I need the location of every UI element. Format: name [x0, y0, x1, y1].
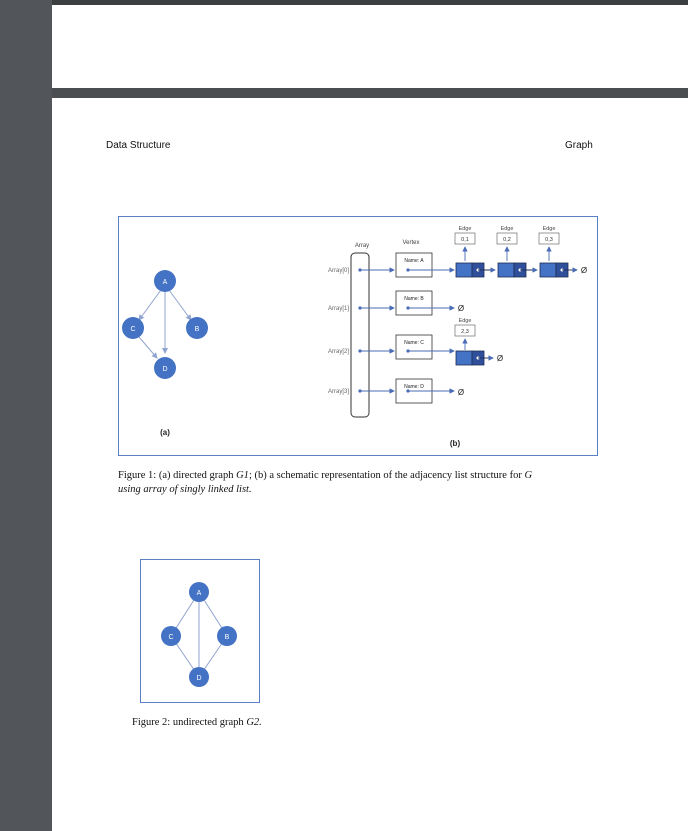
- list-node-0-2: [497, 262, 515, 278]
- adjacency-list: Array Vertex Array[0] Array[1] Array[2] …: [328, 226, 587, 448]
- edge-0-3: 0,3: [545, 237, 553, 243]
- caption-1-mid: ; (b) a schematic representation of the …: [248, 470, 525, 481]
- vertex-a-label: A: [163, 279, 168, 286]
- edge-a-b: [168, 289, 192, 321]
- graph-g1: A C B D (a): [122, 270, 208, 437]
- list-node-2-3: [455, 350, 473, 366]
- structure-label-b: (b): [450, 439, 461, 448]
- edge-word-0: Edge: [459, 226, 472, 232]
- header-right: Graph: [565, 140, 593, 151]
- vertex-title: Vertex: [402, 240, 419, 246]
- row-label-2: Array[2]: [328, 349, 349, 355]
- edge-a-c: [138, 289, 162, 321]
- figure-2: A C B D: [140, 559, 260, 703]
- vertex-box-b: [395, 290, 433, 316]
- g2-vertex-b-label: B: [225, 634, 230, 641]
- row-label-0: Array[0]: [328, 268, 349, 274]
- document-page: Data Structure Graph: [52, 98, 688, 831]
- graph-label-a: (a): [160, 428, 170, 437]
- vertex-box-c: [395, 334, 433, 360]
- figure-1-caption: Figure 1: (a) directed graph G1; (b) a s…: [118, 469, 598, 497]
- vertex-box-c-name: Name: C: [404, 340, 424, 346]
- caption-2-prefix: Figure 2: undirected graph: [132, 717, 247, 728]
- g2-vertex-d-label: D: [196, 675, 201, 682]
- page-gap: [52, 88, 688, 98]
- edge-word-2: Edge: [543, 226, 556, 232]
- edge-word-1: Edge: [501, 226, 514, 232]
- vertex-c-label: C: [130, 326, 135, 333]
- null-row-2: Ø: [497, 354, 503, 363]
- array-box: [350, 252, 370, 418]
- edge-word-3: Edge: [459, 318, 472, 324]
- null-row-0: Ø: [581, 266, 587, 275]
- vertex-b: [186, 317, 208, 339]
- header-left: Data Structure: [106, 140, 171, 151]
- g2-vertex-c-label: C: [168, 634, 173, 641]
- vertex-box-a: [395, 252, 433, 278]
- vertex-d-label: D: [162, 366, 167, 373]
- row-label-1: Array[1]: [328, 306, 349, 312]
- g2-vertex-b: [217, 626, 237, 646]
- g2-vertex-a-label: A: [197, 590, 202, 597]
- caption-1-g1: G1: [236, 470, 249, 481]
- viewer-toolbar-edge: [52, 0, 688, 5]
- figure-1-drawing: A C B D (a) Array Vertex Array[0] Array[…: [122, 226, 587, 448]
- vertex-c: [122, 317, 144, 339]
- caption-1-g: G: [524, 470, 533, 481]
- row-label-3: Array[3]: [328, 389, 349, 395]
- vertex-box-a-name: Name: A: [404, 258, 424, 264]
- list-node-0-1: [455, 262, 473, 278]
- g2-vertex-a: [189, 582, 209, 602]
- edge-2-3: 2,3: [461, 329, 469, 335]
- caption-2-g2: G2.: [246, 717, 262, 728]
- vertex-d: [154, 357, 176, 379]
- g2-vertex-d: [189, 667, 209, 687]
- list-node-0-3: [539, 262, 557, 278]
- g2-vertex-c: [161, 626, 181, 646]
- figure-2-caption: Figure 2: undirected graph G2.: [132, 716, 262, 730]
- vertex-b-label: B: [195, 326, 200, 333]
- figure-1: A C B D (a) Array Vertex Array[0] Array[…: [118, 216, 598, 456]
- previous-page: [52, 5, 688, 88]
- caption-1-line2: using array of singly linked list.: [118, 484, 252, 495]
- array-title: Array: [355, 243, 369, 249]
- edge-0-1: 0,1: [461, 237, 469, 243]
- graph-g2: A C B D: [161, 582, 237, 687]
- edge-c-d: [138, 336, 158, 359]
- caption-1-prefix: Figure 1: (a) directed graph: [118, 470, 237, 481]
- null-row-1: Ø: [458, 304, 464, 313]
- vertex-a: [154, 270, 176, 292]
- null-row-3: Ø: [458, 388, 464, 397]
- edge-0-2: 0,2: [503, 237, 511, 243]
- vertex-box-b-name: Name: B: [404, 296, 424, 302]
- vertex-box-d-name: Name: D: [404, 384, 424, 390]
- viewer-left-panel: [0, 0, 52, 831]
